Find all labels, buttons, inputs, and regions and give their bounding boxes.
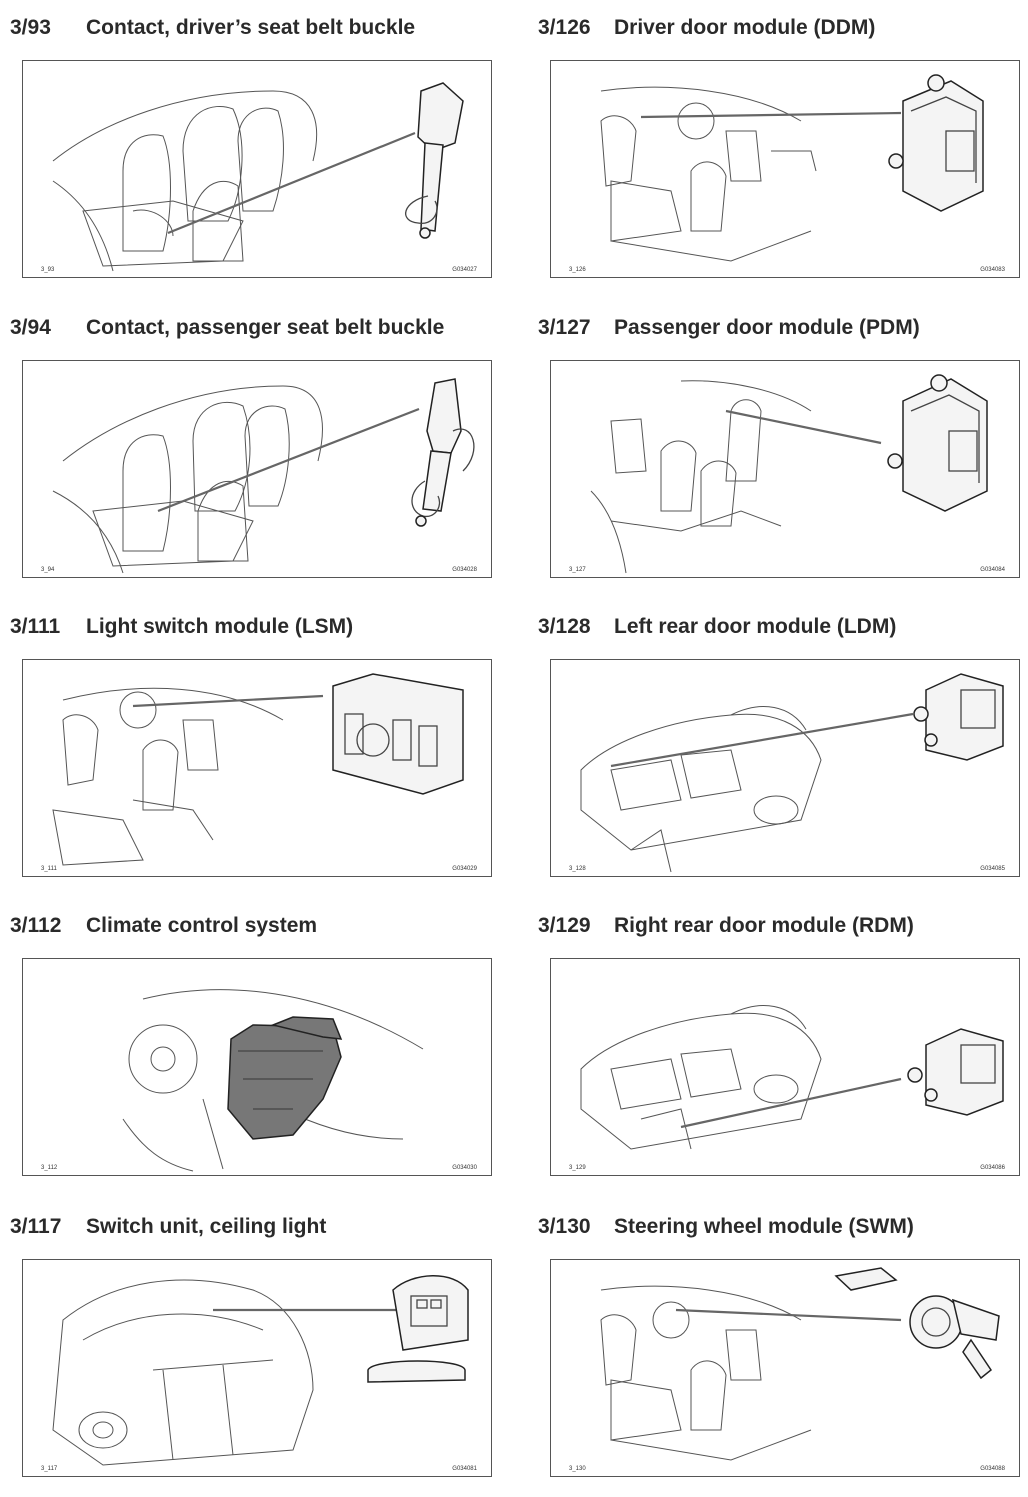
figure-reference: G034027	[452, 267, 477, 273]
control-module-icon	[610, 673, 1004, 768]
entry-code: 3/117	[10, 1215, 62, 1238]
figure-code: 3_94	[41, 567, 55, 573]
figure-code: 3_93	[41, 267, 55, 273]
entry-heading: 3/130 Steering wheel module (SWM)	[538, 1207, 914, 1247]
entry-code: 3/127	[538, 316, 591, 339]
seat-belt-buckle-icon	[167, 82, 464, 239]
light-switch-icon	[132, 673, 464, 795]
car-cutaway-illustration	[580, 1005, 822, 1150]
dashboard-interior-illustration	[600, 1285, 812, 1461]
entry-title: Climate control system	[86, 914, 318, 937]
figure-driver-seat-belt-buckle: 3_93 G034027	[22, 60, 492, 278]
dashboard-interior-illustration	[600, 86, 817, 262]
car-exterior-illustration	[52, 1279, 314, 1466]
figure-code: 3_128	[569, 866, 586, 872]
figure-climate-control-system: 3_112 G034030	[22, 958, 492, 1176]
entry-3-112: 3/112 Climate control system 3_112 G0340…	[8, 906, 492, 1196]
figure-reference: G034086	[980, 1165, 1005, 1171]
entry-heading: 3/126 Driver door module (DDM)	[538, 8, 875, 48]
dashboard-interior-illustration	[590, 380, 812, 574]
entry-code: 3/130	[538, 1215, 591, 1238]
entry-code: 3/128	[538, 615, 591, 638]
entry-3-129: 3/129 Right rear door module (RDM) 3_129…	[536, 906, 1020, 1196]
figure-reference: G034030	[452, 1165, 477, 1171]
figure-code: 3_127	[569, 567, 586, 573]
figure-driver-door-module: 3_126 G034083	[550, 60, 1020, 278]
entry-title: Steering wheel module (SWM)	[614, 1215, 914, 1238]
figure-reference: G034084	[980, 567, 1005, 573]
figure-reference: G034081	[452, 1466, 477, 1472]
entry-heading: 3/117 Switch unit, ceiling light	[10, 1207, 326, 1247]
control-module-icon	[725, 374, 988, 512]
entry-heading: 3/127 Passenger door module (PDM)	[538, 308, 920, 348]
entry-heading: 3/93 Contact, driver’s seat belt buckle	[10, 8, 415, 48]
entry-3-111: 3/111 Light switch module (LSM) 3_111 G0…	[8, 607, 492, 897]
dashboard-interior-illustration	[52, 687, 284, 866]
entry-3-117: 3/117 Switch unit, ceiling light 3_117 G…	[8, 1207, 492, 1497]
entry-title: Light switch module (LSM)	[86, 615, 354, 638]
figure-reference: G034085	[980, 866, 1005, 872]
steering-module-icon	[675, 1267, 1000, 1380]
figure-code: 3_117	[41, 1466, 58, 1472]
entry-title: Passenger door module (PDM)	[614, 316, 920, 339]
figure-code: 3_129	[569, 1165, 586, 1171]
figure-passenger-seat-belt-buckle: 3_94 G034028	[22, 360, 492, 578]
entry-code: 3/94	[10, 316, 51, 339]
figure-steering-wheel-module: 3_130 G034088	[550, 1259, 1020, 1477]
entry-heading: 3/94 Contact, passenger seat belt buckle	[10, 308, 444, 348]
figure-code: 3_111	[41, 866, 57, 872]
figure-reference: G034083	[980, 267, 1005, 273]
figure-left-rear-door-module: 3_128 G034085	[550, 659, 1020, 877]
entry-title: Contact, driver’s seat belt buckle	[86, 16, 416, 39]
entry-3-127: 3/127 Passenger door module (PDM) 3_127 …	[536, 308, 1020, 598]
figure-passenger-door-module: 3_127 G034084	[550, 360, 1020, 578]
figure-code: 3_130	[569, 1466, 586, 1472]
entry-3-93: 3/93 Contact, driver’s seat belt buckle …	[8, 8, 492, 298]
figure-reference: G034029	[452, 866, 477, 872]
entry-title: Contact, passenger seat belt buckle	[86, 316, 445, 339]
entry-heading: 3/129 Right rear door module (RDM)	[538, 906, 914, 946]
climate-unit-icon	[227, 1016, 343, 1140]
entry-3-94: 3/94 Contact, passenger seat belt buckle…	[8, 308, 492, 598]
entry-code: 3/112	[10, 914, 62, 937]
seat-belt-buckle-icon	[157, 378, 475, 527]
entry-title: Left rear door module (LDM)	[614, 615, 897, 638]
seat-interior-illustration	[52, 385, 323, 574]
figure-reference: G034028	[452, 567, 477, 573]
control-module-icon	[640, 74, 984, 212]
entry-code: 3/126	[538, 16, 591, 39]
seat-interior-illustration	[52, 90, 318, 272]
control-module-icon	[680, 1028, 1004, 1129]
figure-code: 3_126	[569, 267, 586, 273]
entry-3-126: 3/126 Driver door module (DDM) 3_126 G03…	[536, 8, 1020, 298]
entry-heading: 3/128 Left rear door module (LDM)	[538, 607, 896, 647]
figure-code: 3_112	[41, 1165, 58, 1171]
entry-3-130: 3/130 Steering wheel module (SWM) 3_130 …	[536, 1207, 1020, 1497]
entry-code: 3/111	[10, 615, 61, 638]
entry-code: 3/93	[10, 16, 51, 39]
figure-right-rear-door-module: 3_129 G034086	[550, 958, 1020, 1176]
entry-heading: 3/111 Light switch module (LSM)	[10, 607, 353, 647]
figure-reference: G034088	[980, 1466, 1005, 1472]
entry-title: Switch unit, ceiling light	[86, 1215, 327, 1238]
car-cutaway-illustration	[580, 706, 822, 873]
entry-3-128: 3/128 Left rear door module (LDM) 3_128 …	[536, 607, 1020, 897]
ceiling-switch-icon	[213, 1275, 469, 1383]
entry-heading: 3/112 Climate control system	[10, 906, 317, 946]
figure-switch-unit-ceiling-light: 3_117 G034081	[22, 1259, 492, 1477]
entry-title: Driver door module (DDM)	[614, 16, 876, 39]
figure-light-switch-module: 3_111 G034029	[22, 659, 492, 877]
entry-code: 3/129	[538, 914, 591, 937]
entry-title: Right rear door module (RDM)	[614, 914, 914, 937]
